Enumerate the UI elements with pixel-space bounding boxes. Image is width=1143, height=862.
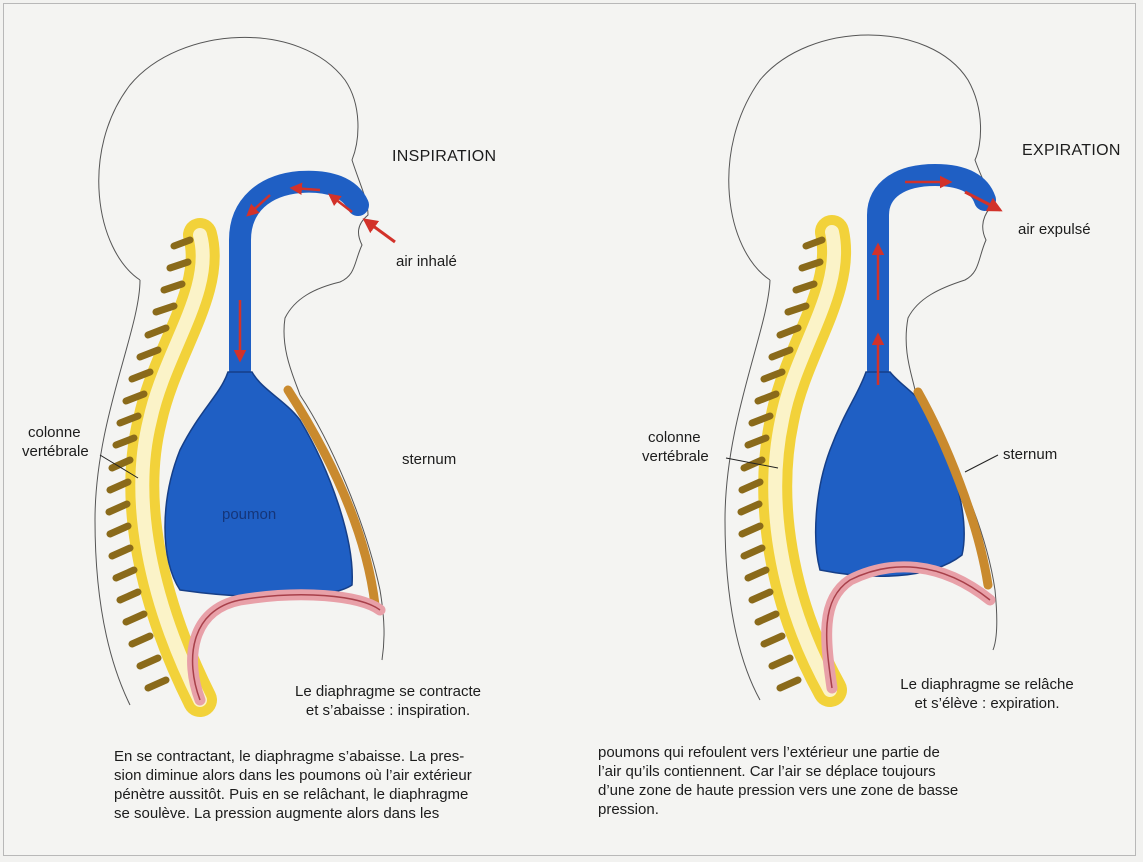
lung-right (814, 371, 965, 577)
caption-left: Le diaphragme se contracte et s’abaisse … (258, 682, 518, 720)
body-text-col1: En se contractant, le diaphragme s’abais… (114, 747, 560, 823)
body-col2-line: poumons qui refoulent vers l’extérieur u… (598, 744, 940, 761)
arrow-nose-left (328, 193, 353, 213)
body-text-col2: poumons qui refoulent vers l’extérieur u… (598, 743, 1038, 819)
left-figure (94, 36, 396, 717)
body-col1-line: En se contractant, le diaphragme s’abais… (114, 748, 465, 765)
sternum-right (913, 387, 993, 590)
lung-left (164, 371, 353, 598)
caption-right: Le diaphragme se relâche et s’élève : ex… (872, 675, 1102, 713)
airway-left (229, 170, 369, 381)
back-outline-left (94, 279, 141, 706)
arrow-exhale-out (964, 190, 1003, 212)
vertebrae-right (737, 236, 826, 692)
spine-label-left-1: colonne (28, 424, 81, 441)
caption-right-line1: Le diaphragme se relâche (900, 676, 1074, 693)
diaphragm-left-edge (191, 594, 381, 701)
sternum-label-right: sternum (1003, 446, 1058, 463)
spine-right-inner (768, 225, 842, 697)
head-outline-right (728, 34, 991, 391)
arrow-top-left (289, 182, 321, 195)
arrow-down-left (246, 194, 271, 217)
spine-label-right-1: colonne (648, 429, 701, 446)
body-col2-line: d’une zone de haute pression vers une zo… (598, 782, 959, 799)
spine-left-inner (135, 228, 210, 707)
caption-right-line2: et s’élève : expiration. (914, 695, 1060, 712)
diaphragm-right (821, 561, 996, 694)
right-figure (724, 34, 1003, 707)
air-exhale-label: air expulsé (1018, 221, 1091, 238)
body-col1-line: se soulève. La pression augmente alors d… (114, 805, 440, 822)
expiration-title: EXPIRATION (1022, 142, 1121, 159)
arrow-inhale-in (362, 218, 396, 244)
chest-outline-left (299, 394, 385, 661)
caption-left-line1: Le diaphragme se contracte (295, 683, 481, 700)
airway-right (867, 163, 996, 381)
lung-label: poumon (222, 506, 277, 523)
diaphragm-right-edge (825, 566, 991, 689)
body-col1-line: pénètre aussitôt. Puis en se relâchant, … (114, 786, 469, 803)
air-inhale-label: air inhalé (396, 253, 457, 270)
sternum-left (283, 385, 380, 610)
body-col1-line: sion diminue alors dans les poumons où l… (114, 767, 472, 784)
sternum-label-left: sternum (402, 451, 457, 468)
head-outline-left (98, 36, 369, 396)
caption-left-line2: et s’abaisse : inspiration. (305, 702, 471, 719)
vertebrae-left (105, 236, 194, 692)
back-outline-right (724, 279, 771, 701)
spine-leader-right (725, 457, 779, 469)
body-col2-line: l’air qu’ils contiennent. Car l’air se d… (598, 763, 936, 780)
spine-leader-left (99, 454, 139, 479)
spine-label-right-2: vertébrale (642, 448, 709, 465)
spine-label-left-2: vertébrale (22, 443, 89, 460)
sternum-leader-right (964, 454, 999, 473)
body-col2-line: pression. (598, 801, 659, 818)
inspiration-title: INSPIRATION (392, 148, 497, 165)
